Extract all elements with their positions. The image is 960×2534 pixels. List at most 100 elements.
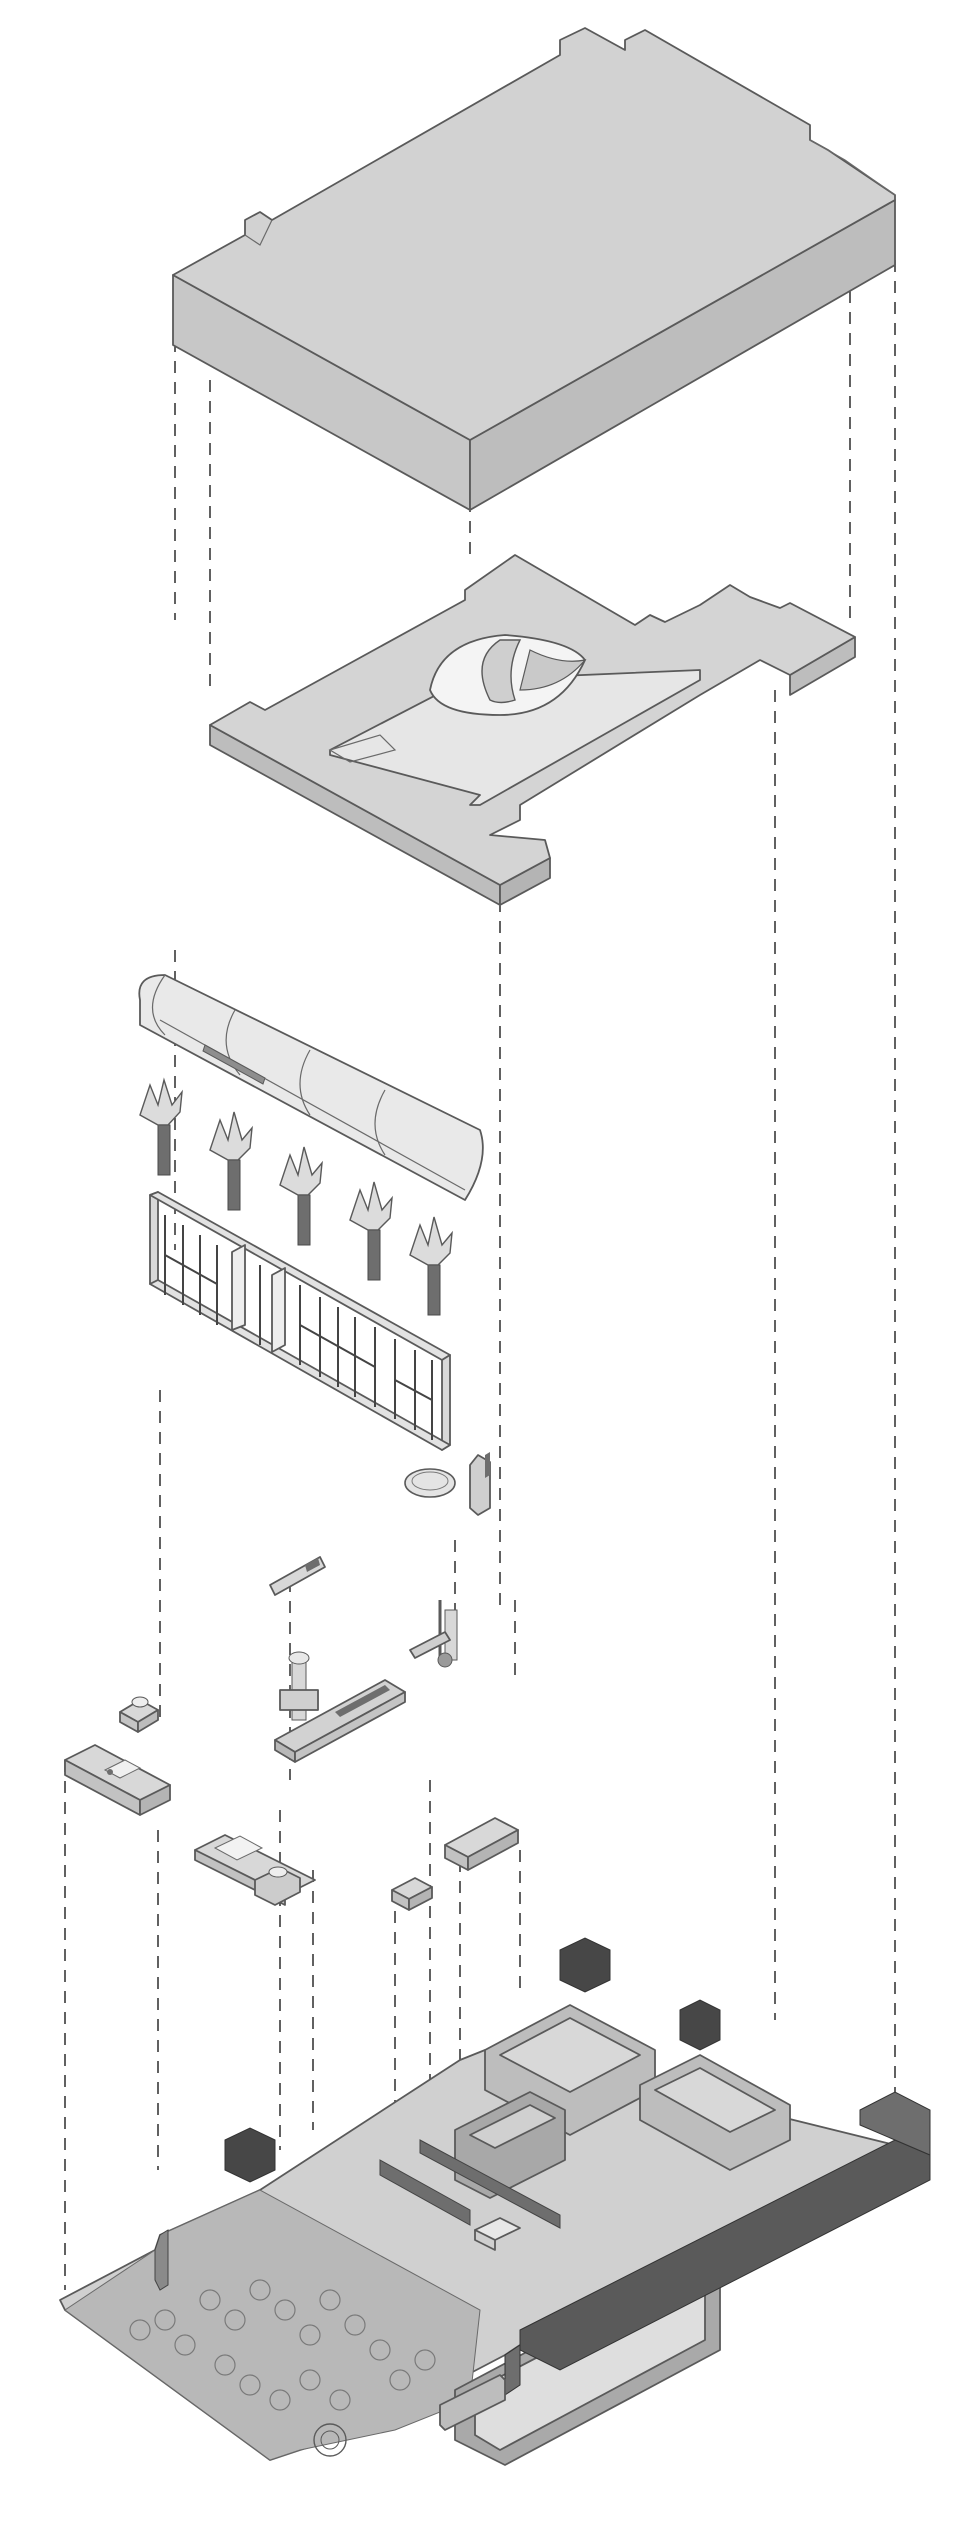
- service-counter-strip: [419, 2139, 561, 2229]
- canopy-sign-band: [202, 1044, 266, 1085]
- partition-end-post: [149, 1191, 159, 1285]
- lamp-arm: [409, 1631, 451, 1659]
- transom: [164, 1254, 218, 1285]
- floor-table-mark: [299, 2324, 321, 2346]
- sink-fixture-side: [474, 2229, 496, 2251]
- ceiling-slab: [209, 554, 856, 906]
- small-stool: [391, 1877, 433, 1911]
- entrance-floor-emblem: [313, 2423, 347, 2457]
- structural-pier: [559, 1937, 611, 1993]
- round-table-fixture: [404, 1452, 491, 1516]
- small-cabinet-knob: [131, 1696, 149, 1708]
- barrel-vault-rib: [374, 1089, 386, 1156]
- roof-slab-top-face: [172, 27, 896, 441]
- counter-front: [294, 1691, 406, 1763]
- column-shaft: [297, 1194, 311, 1246]
- floor-table-mark: [274, 2299, 296, 2321]
- partition-door-leaf: [271, 1267, 286, 1353]
- floor-table-mark: [389, 2369, 411, 2391]
- partition-glazing-frames: [164, 1215, 433, 1440]
- column-shaft: [427, 1264, 441, 1316]
- kitchen-block-top: [469, 2104, 556, 2149]
- transom: [394, 1379, 433, 1401]
- roof-notch: [244, 219, 273, 246]
- partition-end-post: [441, 1354, 451, 1451]
- column-capital: [209, 1111, 253, 1211]
- floor-table-mark: [249, 2279, 271, 2301]
- reception-desk-tap: [107, 1769, 113, 1775]
- floor-table-mark: [319, 2289, 341, 2311]
- barrel-vault-canopy: [138, 974, 484, 1201]
- coffee-bar-counter: [274, 1651, 406, 1763]
- barrel-vault-shell: [138, 974, 484, 1201]
- column-capital: [279, 1146, 323, 1246]
- bench-seat-cushion: [213, 1835, 264, 1861]
- back-room-floor: [654, 2067, 776, 2133]
- floor-table-mark: [174, 2334, 196, 2356]
- entrance-floor-emblem-inner: [320, 2430, 340, 2450]
- reception-desk-side: [139, 1784, 171, 1816]
- bench-seat-knob: [268, 1866, 288, 1878]
- cafe-floor-zone: [64, 2189, 481, 2461]
- roof-slab: [172, 27, 896, 511]
- floor-table-mark: [199, 2289, 221, 2311]
- counter-channel: [335, 1685, 390, 1717]
- floor-table-mark: [344, 2314, 366, 2336]
- back-room-floor: [499, 2017, 641, 2093]
- column-shaft: [157, 1124, 171, 1176]
- column-capital: [409, 1216, 453, 1316]
- reception-desk: [64, 1744, 171, 1816]
- small-cabinet: [119, 1696, 159, 1733]
- column-capital: [139, 1077, 183, 1176]
- wall-bench: [444, 1817, 519, 1871]
- transom: [299, 1324, 376, 1368]
- floor-table-mark: [269, 2389, 291, 2411]
- floor-table-mark: [214, 2354, 236, 2376]
- small-cabinet-front: [137, 1709, 159, 1733]
- partition-door-leaf: [231, 1244, 246, 1331]
- column-capital-head: [409, 1216, 453, 1266]
- round-table-top: [404, 1468, 456, 1498]
- furniture-fixtures: [64, 1452, 519, 1911]
- alignment-guides: [64, 260, 896, 2290]
- left-partition-wall: [154, 2229, 169, 2291]
- column-capital: [349, 1181, 393, 1281]
- floor-table-mark: [154, 2309, 176, 2331]
- roof-notch: [809, 139, 896, 196]
- small-stool-front: [408, 1886, 433, 1911]
- column-capital-head: [279, 1146, 323, 1196]
- reception-desk-sink: [103, 1759, 142, 1779]
- ceiling-oculus-shadow: [481, 639, 522, 704]
- column-shaft: [367, 1229, 381, 1281]
- floor-table-pattern: [129, 2279, 436, 2411]
- floor-table-mark: [414, 2349, 436, 2371]
- barrel-vault-rib: [152, 974, 166, 1036]
- barrel-vault-rib: [299, 1049, 311, 1116]
- bench-seat: [194, 1834, 316, 1906]
- structural-pier: [224, 2127, 276, 2183]
- service-counter-strip: [379, 2159, 471, 2226]
- floor-table-mark: [329, 2389, 351, 2411]
- round-table-inset: [411, 1471, 449, 1491]
- espresso-tower-cap: [288, 1651, 310, 1665]
- column-capitals: [139, 1077, 453, 1316]
- wall-bench-front: [467, 1829, 519, 1871]
- column-capital-head: [139, 1077, 183, 1126]
- floor-table-mark: [369, 2339, 391, 2361]
- floor-lamp-fixture: [409, 1600, 458, 1668]
- column-capital-head: [349, 1181, 393, 1231]
- glazed-partition-wall: [149, 1191, 451, 1451]
- ceiling-oculus-shadow: [519, 649, 587, 691]
- column-shaft: [227, 1159, 241, 1211]
- exterior-wall-corner: [859, 2091, 931, 2156]
- wall-shelf-detail: [305, 1558, 320, 1572]
- front-entry-step: [439, 2374, 506, 2431]
- ground-floor-plan: [59, 1937, 931, 2466]
- floor-table-mark: [129, 2319, 151, 2341]
- structural-pier: [679, 1999, 721, 2051]
- wall-bracket-shadow: [485, 1452, 490, 1478]
- lamp-base: [437, 1652, 453, 1668]
- floor-table-mark: [239, 2374, 261, 2396]
- espresso-group-head: [279, 1689, 319, 1711]
